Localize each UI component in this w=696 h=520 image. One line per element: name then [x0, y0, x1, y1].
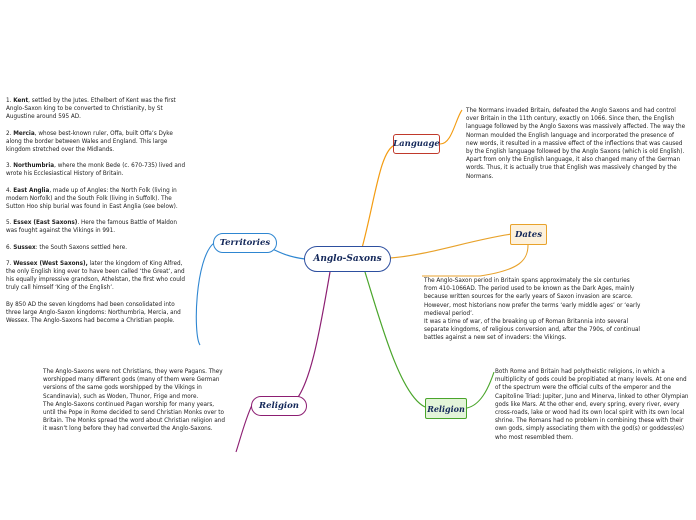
language-paragraph-1: The Normans invaded Britain, defeated th… — [466, 108, 686, 156]
topic-territories-label: Territories — [219, 238, 271, 248]
dates-paragraph-2: It was a time of war, of the breaking up… — [424, 319, 641, 342]
language-notes: The Normans invaded Britain, defeated th… — [466, 107, 686, 181]
topic-language[interactable]: Language — [393, 134, 440, 154]
topic-religion-left-label: Religion — [259, 401, 299, 411]
dates-notes: The Anglo-Saxon period in Britain spans … — [424, 277, 644, 343]
territory-item: 2. Mercia, whose best-known ruler, Offa,… — [6, 130, 173, 154]
branch-language — [361, 144, 396, 249]
branch-religion-right — [364, 271, 426, 408]
territories-footer: By 850 AD the seven kingdoms had been co… — [6, 301, 181, 325]
territory-item: 6. Sussex: the South Saxons settled here… — [6, 244, 128, 251]
religion-right-notes: Both Rome and Britain had polytheistic r… — [495, 368, 690, 442]
branch-dates — [389, 233, 513, 259]
topic-dates[interactable]: Dates — [510, 224, 547, 245]
central-topic-label: Anglo-Saxons — [313, 254, 382, 264]
religion-left-paragraph-1: The Anglo-Saxons were not Christians, th… — [43, 369, 223, 400]
territory-item: 3. Northumbria, where the monk Bede (c. … — [6, 163, 186, 178]
religion-left-notes: The Anglo-Saxons were not Christians, th… — [43, 368, 228, 434]
branch-dates-sub — [422, 244, 529, 277]
branch-religion-right-sub — [466, 371, 495, 409]
branch-territories-sub — [195, 242, 215, 346]
religion-left-paragraph-2: The Anglo-Saxons continued Pagan worship… — [43, 401, 225, 433]
topic-territories[interactable]: Territories — [213, 233, 277, 253]
territories-notes: 1. Kent, settled by the Jutes. Ethelbert… — [6, 97, 186, 333]
dates-paragraph-1: The Anglo-Saxon period in Britain spans … — [424, 278, 641, 317]
territory-item: 7. Wessex (West Saxons), later the kingd… — [6, 260, 186, 292]
central-topic[interactable]: Anglo-Saxons — [304, 246, 391, 272]
language-paragraph-2: Apart from only the English language, it… — [466, 157, 681, 180]
territory-item: 1. Kent, settled by the Jutes. Ethelbert… — [6, 98, 176, 121]
topic-religion-right[interactable]: Religion — [425, 398, 467, 419]
topic-language-label: Language — [393, 139, 440, 149]
branch-religion-left — [291, 271, 331, 405]
topic-religion-left[interactable]: Religion — [251, 396, 307, 416]
religion-right-paragraph: Both Rome and Britain had polytheistic r… — [495, 369, 689, 441]
branch-religion-left-sub — [235, 404, 253, 453]
topic-dates-label: Dates — [515, 229, 542, 240]
territory-item: 5. Essex (East Saxons). Here the famous … — [6, 220, 177, 235]
topic-religion-right-label: Religion — [427, 403, 465, 414]
territory-item: 4. East Anglia, made up of Angles: the N… — [6, 187, 178, 211]
branch-language-sub — [439, 109, 463, 145]
